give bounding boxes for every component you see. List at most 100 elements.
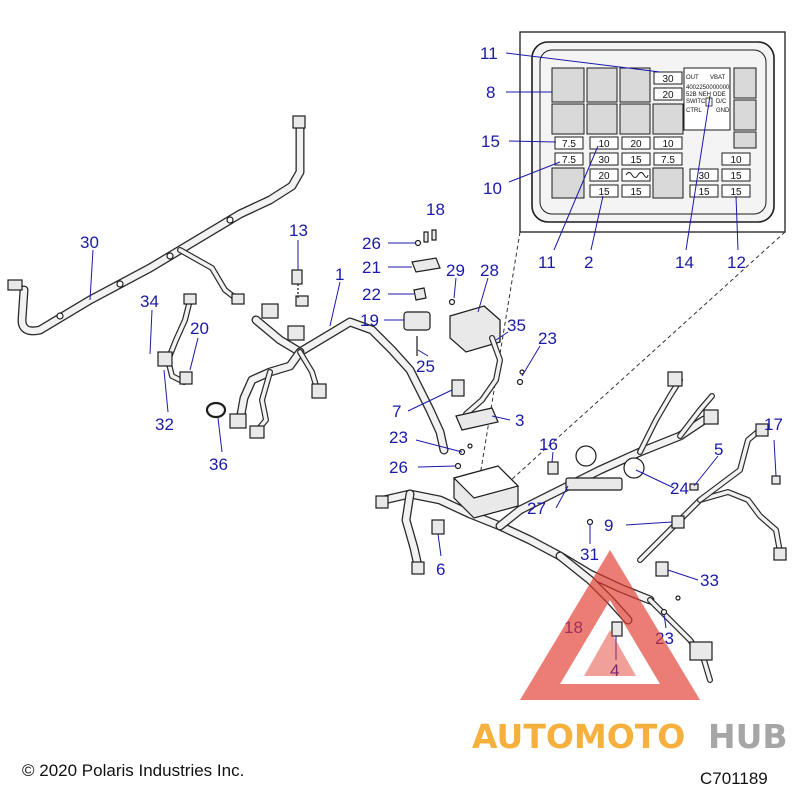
harness-30 (7, 115, 306, 336)
connector-16 (547, 461, 559, 475)
callout-16: 16 (539, 435, 558, 454)
callout-2: 2 (584, 253, 593, 272)
fuse-value: 15 (598, 187, 610, 198)
callout-33: 33 (700, 571, 719, 590)
leader-line (685, 95, 711, 251)
clip-22 (413, 287, 427, 301)
relay-slot (551, 167, 585, 199)
harness-connector (375, 495, 389, 509)
fastener-26 (414, 239, 422, 247)
relay-19 (403, 311, 431, 331)
harness-connector (703, 409, 719, 425)
fusebox-dc-label: D/C (716, 99, 727, 105)
harness-connector (411, 561, 425, 575)
watermark-logo: AUTOMOTO HUB (472, 550, 788, 756)
callout-3: 3 (515, 411, 524, 430)
fuse-7-5a (653, 152, 683, 166)
leader-line (508, 140, 557, 143)
fuse-value: 20 (630, 139, 642, 150)
callout-8: 8 (486, 83, 495, 102)
leader-line (735, 195, 739, 251)
fuse-value: 10 (730, 155, 742, 166)
fastener-31 (586, 518, 594, 526)
fusebox-part-number: 4002250000000 (686, 85, 730, 91)
callout-10: 10 (483, 179, 502, 198)
harness-1-connector (229, 413, 247, 429)
callout-6: 6 (436, 560, 445, 579)
fusebox-gnd-label: GND (716, 108, 730, 114)
relay-slot (551, 103, 585, 135)
relay-slot (619, 67, 651, 103)
fuse-20a (653, 87, 683, 101)
fuse-15a (621, 152, 651, 166)
fuse-value: 10 (598, 139, 610, 150)
callout-17: 17 (764, 415, 783, 434)
callout-28: 28 (480, 261, 499, 280)
copyright-notice: © 2020 Polaris Industries Inc. (22, 761, 244, 780)
callout-19: 19 (360, 311, 379, 330)
harness-1 (229, 295, 449, 455)
fuse-10a (589, 136, 619, 150)
fastener-23 (660, 608, 668, 616)
harness-32-connector (179, 371, 193, 385)
callout-31: 31 (580, 545, 599, 564)
fastener-23 (467, 443, 473, 449)
harness-30-connector (7, 279, 23, 291)
grommet-ring-36 (205, 401, 227, 419)
harness-32-connector (183, 293, 197, 305)
callout-23: 23 (389, 428, 408, 447)
leader-line (508, 161, 561, 183)
callout-18: 18 (426, 200, 445, 219)
harness-fuse-box-lid (452, 465, 520, 499)
fuse-10a (653, 136, 683, 150)
callout-15: 15 (481, 132, 500, 151)
fuse-15a (621, 184, 651, 198)
callout-22: 22 (362, 285, 381, 304)
fuse-value: 20 (662, 90, 674, 101)
harness-main-lower (375, 371, 787, 683)
inset-leaders (505, 52, 739, 251)
callout-1: 1 (335, 265, 344, 284)
callout-14: 14 (675, 253, 694, 272)
fastener-26 (454, 462, 462, 470)
relay-slot (733, 131, 757, 149)
callout-9: 9 (604, 516, 613, 535)
callout-23: 23 (538, 329, 557, 348)
relay-slot (619, 103, 651, 135)
fuse-15a (721, 168, 751, 182)
connector-33 (655, 561, 669, 577)
connector-7 (451, 379, 465, 397)
callout-30: 30 (80, 233, 99, 252)
leader-line (553, 145, 599, 251)
fuse-value: 15 (698, 187, 710, 198)
fuse-box-inset: OUT VBAT 4002250000000 52B NEH ODE SWITC… (519, 31, 786, 233)
fuse-value: 15 (630, 187, 642, 198)
fuse-value: 20 (598, 171, 610, 182)
grommet-24 (623, 457, 645, 479)
fuse-30a (653, 71, 683, 85)
module-parts (403, 229, 525, 470)
relay-slot (733, 67, 757, 99)
harness-1-connector (311, 383, 327, 399)
fuse-value: 15 (630, 155, 642, 166)
fastener-29 (448, 298, 456, 306)
fastener-23 (675, 595, 681, 601)
callout-leaders (89, 240, 777, 660)
callout-27: 27 (527, 499, 546, 518)
fuse-15a (689, 184, 719, 198)
fusebox-header-row: 52B NEH ODE (686, 92, 726, 98)
connector-6 (431, 519, 445, 535)
fusebox-ctrl-label: CTRL (686, 108, 702, 114)
harness-32 (157, 293, 197, 385)
terminal-17 (771, 475, 781, 485)
fuse-30a (589, 152, 619, 166)
harness-1-connector (287, 325, 305, 341)
watermark-inner-triangle-icon (584, 630, 636, 676)
harness-1-connector (295, 295, 309, 307)
harness-connector (755, 423, 769, 437)
fuse-box-inner-rim (539, 49, 767, 215)
callout-36: 36 (209, 455, 228, 474)
fuse-value: 10 (662, 139, 674, 150)
fuse-value: 30 (598, 155, 610, 166)
